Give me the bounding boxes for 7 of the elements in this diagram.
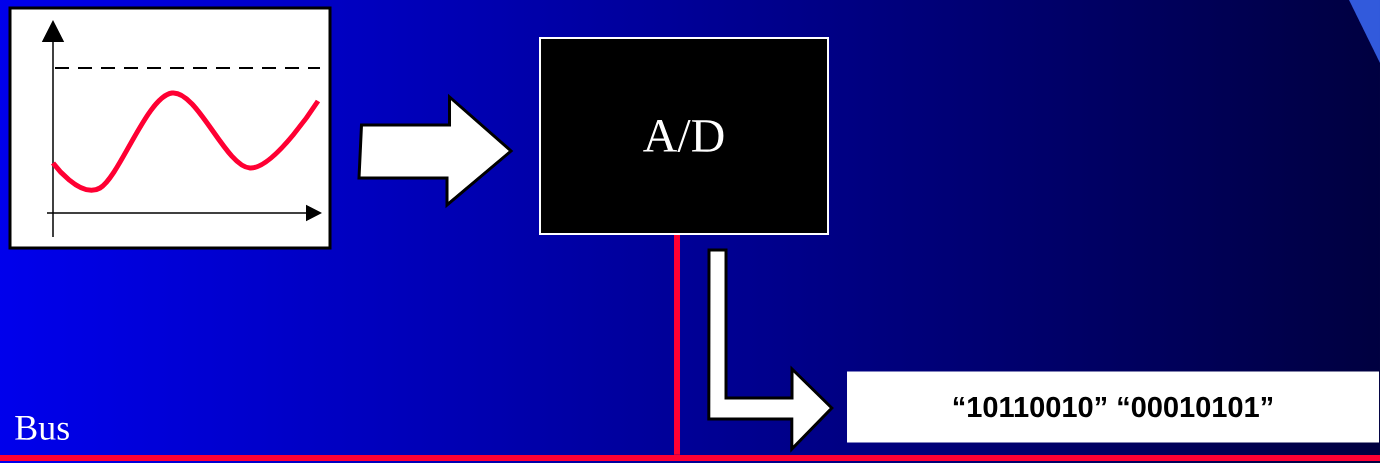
block-arrow <box>707 248 834 453</box>
converter-box: A/D <box>539 37 829 235</box>
output-box: “10110010” “00010101” <box>847 371 1379 443</box>
block-arrow <box>357 93 514 209</box>
bus-label: Bus <box>15 416 69 440</box>
picture <box>8 6 332 250</box>
connector-line <box>674 235 680 455</box>
